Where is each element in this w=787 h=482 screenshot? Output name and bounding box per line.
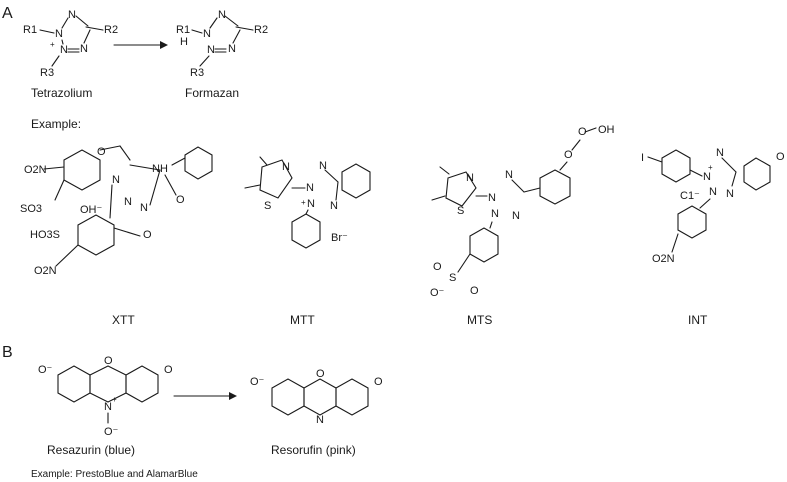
- footnote: Example: PrestoBlue and AlamarBlue: [31, 469, 198, 480]
- xtt-label: XTT: [112, 313, 135, 327]
- atom-o: O: [470, 285, 479, 297]
- atom-h: H: [180, 36, 188, 48]
- resazurin-structure: O⁻ O N + O⁻ O Resazurin (blue): [38, 355, 173, 457]
- atom-n: N: [203, 28, 211, 40]
- atom-o: O: [97, 146, 106, 158]
- resorufin-structure: O⁻ O N O Resorufin (pink): [250, 368, 383, 457]
- mts-structure: N S N N N N O O OH S O O O⁻ MTS: [430, 124, 615, 327]
- methoxy-oxygen: O: [143, 229, 152, 241]
- atom-n: N: [306, 182, 314, 194]
- sulfonic-acid-group: HO3S: [30, 229, 60, 241]
- panel-b-label: B: [2, 344, 13, 361]
- chloride-counterion: C1⁻: [680, 190, 700, 202]
- atom-n: N: [68, 9, 76, 21]
- resorufin-label: Resorufin (pink): [271, 443, 356, 457]
- tetrazolium-label: Tetrazolium: [31, 86, 92, 100]
- int-label: INT: [688, 313, 708, 327]
- bridge-oxygen: O: [104, 355, 113, 367]
- atom-n: N: [55, 28, 63, 40]
- atom-o: O: [776, 151, 785, 163]
- r3-label: R3: [190, 67, 204, 79]
- atom-s: S: [457, 205, 464, 217]
- atom-n: N: [491, 208, 499, 220]
- atom-n: N: [228, 43, 236, 55]
- r1-label: R1: [176, 24, 190, 36]
- carboxylic-oh: OH: [598, 124, 615, 136]
- n-oxide-oxygen: O⁻: [104, 426, 119, 438]
- formazan-label: Formazan: [185, 86, 239, 100]
- atom-i: I: [641, 152, 644, 164]
- atom-n: N: [124, 196, 132, 208]
- atom-n: N: [488, 192, 496, 204]
- atom-s: S: [449, 272, 456, 284]
- xtt-structure: O2N O SO3 OH⁻ N N N NH O HO3S O O2N XTT: [20, 145, 213, 327]
- reaction-arrow-b: [173, 392, 237, 400]
- tetrazolium-structure: R1 N N N N R2 R3 + Tetrazolium: [23, 9, 118, 100]
- formazan-structure: R1 H N N N N R2 R3 Formazan: [176, 9, 268, 100]
- resazurin-label: Resazurin (blue): [47, 443, 135, 457]
- r2-label: R2: [254, 24, 268, 36]
- atom-o: O: [564, 149, 573, 161]
- atom-n: N: [512, 210, 520, 222]
- amide-nh: NH: [152, 163, 168, 175]
- nitro-group: O2N: [24, 164, 47, 176]
- atom-n: N: [307, 198, 315, 210]
- atom-n: N: [316, 414, 324, 426]
- r2-label: R2: [104, 24, 118, 36]
- atom-n: N: [60, 44, 68, 56]
- phenoxide-oxygen: O⁻: [250, 376, 265, 388]
- atom-n: N: [282, 161, 290, 173]
- bromide-counterion: Br⁻: [331, 232, 348, 244]
- plus-charge: +: [708, 163, 713, 172]
- atom-o: O: [433, 261, 442, 273]
- atom-n: N: [716, 147, 724, 159]
- nitro-group: O2N: [34, 265, 57, 277]
- atom-o: O: [176, 194, 185, 206]
- atom-n: N: [218, 9, 226, 21]
- example-label: Example:: [31, 117, 81, 131]
- atom-o: O: [578, 126, 587, 138]
- atom-s: S: [264, 200, 271, 212]
- sulfonate-group: SO3: [20, 203, 42, 215]
- atom-n: N: [140, 202, 148, 214]
- atom-n: N: [505, 169, 513, 181]
- atom-n: N: [112, 174, 120, 186]
- r3-label: R3: [40, 67, 54, 79]
- sulfonate-oxygen: O⁻: [430, 287, 445, 299]
- hydroxide-counterion: OH⁻: [80, 204, 103, 216]
- plus-charge: +: [50, 40, 55, 49]
- mtt-structure: N S N N N N + Br⁻ MTT: [244, 156, 371, 327]
- int-structure: I N N N N + O C1⁻ O2N INT: [641, 147, 785, 327]
- atom-n: N: [80, 43, 88, 55]
- atom-n: N: [207, 44, 215, 56]
- nitro-group: O2N: [652, 253, 675, 265]
- atom-n: N: [466, 172, 474, 184]
- carbonyl-oxygen: O: [164, 364, 173, 376]
- carbonyl-oxygen: O: [374, 376, 383, 388]
- atom-n: N: [319, 160, 327, 172]
- bridge-oxygen: O: [316, 368, 325, 380]
- atom-n: N: [703, 171, 711, 183]
- plus-charge: +: [112, 395, 117, 404]
- atom-n: N: [104, 401, 112, 413]
- r1-label: R1: [23, 24, 37, 36]
- mts-label: MTS: [467, 313, 492, 327]
- atom-n: N: [709, 186, 717, 198]
- atom-n: N: [726, 188, 734, 200]
- plus-charge: +: [301, 198, 306, 207]
- atom-n: N: [330, 200, 338, 212]
- phenoxide-oxygen: O⁻: [38, 364, 53, 376]
- reaction-arrow-a: [113, 41, 168, 49]
- panel-a-label: A: [2, 5, 13, 22]
- mtt-label: MTT: [290, 313, 315, 327]
